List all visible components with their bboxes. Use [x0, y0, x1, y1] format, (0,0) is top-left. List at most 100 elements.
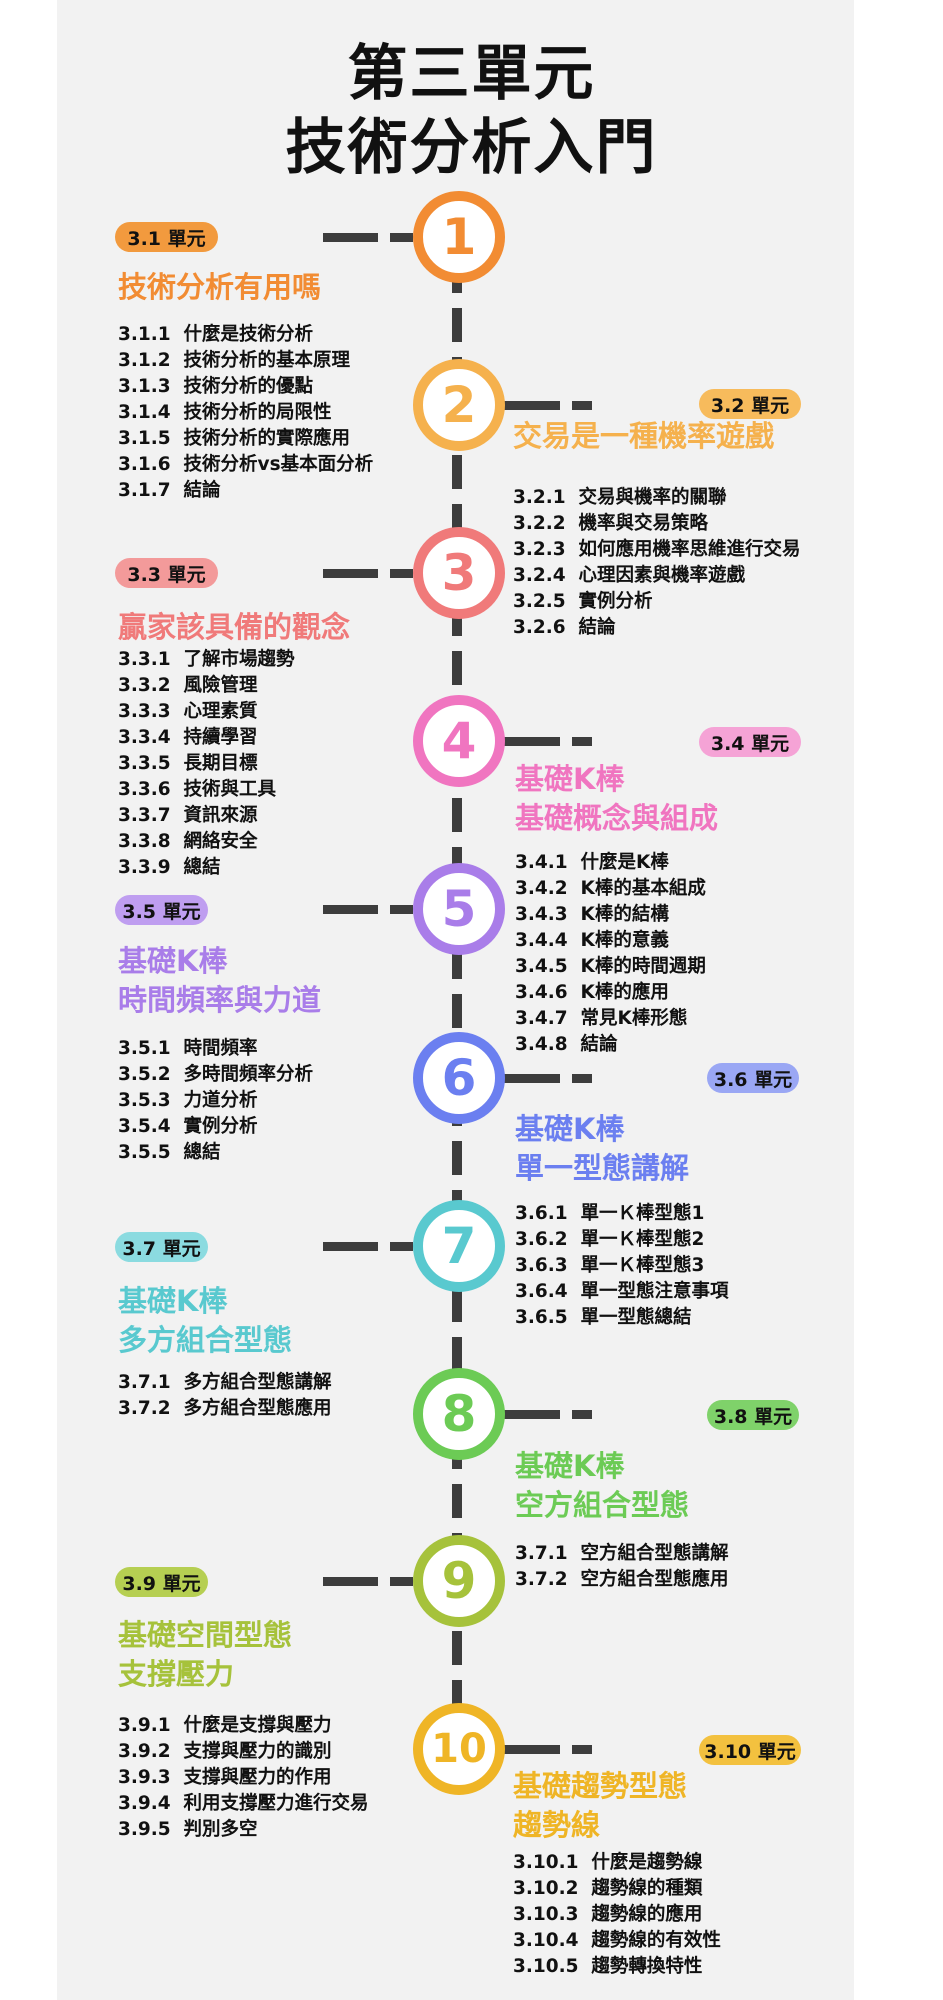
list-item: 3.6.4 單一型態注意事項	[515, 1281, 729, 1302]
unit-heading: 贏家該具備的觀念	[118, 608, 350, 647]
list-item: 3.7.1 空方組合型態講解	[515, 1543, 729, 1564]
unit-heading: 基礎K棒多方組合型態	[118, 1282, 292, 1360]
unit-number-circle: 4	[413, 695, 505, 787]
unit-number-circle: 10	[413, 1703, 505, 1795]
unit-item-list: 3.3.1 了解市場趨勢 3.3.2 風險管理 3.3.3 心理素質 3.3.4 持續…	[118, 647, 295, 881]
unit-heading-line: 基礎K棒	[118, 944, 228, 978]
list-item: 3.9.2 支撐與壓力的識別	[118, 1741, 332, 1762]
page-title-line-1: 第三單元	[347, 39, 596, 109]
unit-badge: 3.1 單元	[115, 222, 218, 252]
unit-heading-line: 基礎空間型態	[118, 1618, 293, 1652]
list-item: 3.4.5 K棒的時間週期	[515, 956, 706, 977]
list-item: 3.1.6 技術分析vs基本面分析	[118, 454, 374, 475]
list-item: 3.1.4 技術分析的局限性	[118, 402, 332, 423]
connector-line	[323, 1577, 413, 1586]
connector-line	[500, 1410, 592, 1419]
connector-line	[500, 1745, 592, 1754]
list-item: 3.2.3 如何應用機率思維進行交易	[513, 539, 801, 560]
list-item: 3.1.3 技術分析的優點	[118, 376, 314, 397]
list-item: 3.1.7 結論	[118, 480, 221, 501]
connector-line	[500, 737, 592, 746]
list-item: 3.3.1 了解市場趨勢	[118, 649, 295, 670]
unit-badge: 3.6 單元	[707, 1063, 799, 1093]
list-item: 3.2.5 實例分析	[513, 591, 653, 612]
unit-heading: 基礎K棒基礎概念與組成	[515, 760, 718, 838]
unit-heading-line: 技術分析有用嗎	[118, 270, 322, 304]
connector-line	[500, 401, 592, 410]
unit-heading: 基礎K棒單一型態講解	[515, 1110, 689, 1188]
list-item: 3.1.5 技術分析的實際應用	[118, 428, 351, 449]
list-item: 3.4.6 K棒的應用	[515, 982, 669, 1003]
list-item: 3.2.2 機率與交易策略	[513, 513, 709, 534]
unit-heading-line: 基礎K棒	[515, 1449, 625, 1483]
unit-heading-line: 趨勢線	[513, 1808, 601, 1842]
list-item: 3.3.6 技術與工具	[118, 779, 277, 800]
unit-heading: 基礎空間型態支撐壓力	[118, 1616, 292, 1694]
unit-heading-line: 交易是一種機率遊戲	[513, 419, 775, 453]
unit-number-circle: 3	[413, 527, 505, 619]
list-item: 3.3.2 風險管理	[118, 675, 258, 696]
list-item: 3.3.4 持續學習	[118, 727, 258, 748]
connector-line	[323, 905, 413, 914]
unit-heading-line: 基礎K棒	[515, 762, 625, 796]
unit-heading: 基礎K棒空方組合型態	[515, 1447, 689, 1525]
list-item: 3.6.2 單一Ｋ棒型態2	[515, 1229, 705, 1250]
unit-heading: 技術分析有用嗎	[118, 268, 321, 307]
list-item: 3.3.3 心理素質	[118, 701, 258, 722]
list-item: 3.4.8 結論	[515, 1034, 618, 1055]
connector-line	[323, 569, 413, 578]
list-item: 3.9.1 什麼是支撐與壓力	[118, 1715, 332, 1736]
list-item: 3.10.2 趨勢線的種類	[513, 1878, 703, 1899]
unit-badge: 3.2 單元	[699, 389, 801, 419]
unit-heading-line: 支撐壓力	[118, 1657, 235, 1691]
unit-heading: 交易是一種機率遊戲	[513, 417, 774, 456]
list-item: 3.6.5 單一型態總結	[515, 1307, 692, 1328]
list-item: 3.2.6 結論	[513, 617, 616, 638]
unit-heading-line: 空方組合型態	[515, 1488, 690, 1522]
list-item: 3.3.5 長期目標	[118, 753, 258, 774]
unit-number-circle: 1	[413, 191, 505, 283]
unit-item-list: 3.7.1 多方組合型態講解 3.7.2 多方組合型態應用	[118, 1370, 332, 1422]
unit-heading-line: 贏家該具備的觀念	[118, 610, 351, 644]
unit-badge: 3.7 單元	[115, 1232, 208, 1262]
unit-heading-line: 基礎趨勢型態	[513, 1769, 688, 1803]
unit-badge: 3.5 單元	[115, 895, 208, 925]
unit-heading-line: 基礎K棒	[118, 1284, 228, 1318]
list-item: 3.7.1 多方組合型態講解	[118, 1372, 332, 1393]
connector-line	[323, 1242, 413, 1251]
timeline-spine	[452, 210, 462, 1760]
unit-badge: 3.3 單元	[115, 558, 218, 588]
list-item: 3.6.1 單一Ｋ棒型態1	[515, 1203, 705, 1224]
unit-number-circle: 2	[413, 359, 505, 451]
unit-heading-line: 單一型態講解	[515, 1151, 690, 1185]
unit-number-circle: 8	[413, 1368, 505, 1460]
unit-heading-line: 多方組合型態	[118, 1323, 293, 1357]
unit-badge: 3.8 單元	[707, 1400, 799, 1430]
list-item: 3.4.4 K棒的意義	[515, 930, 669, 951]
unit-badge: 3.4 單元	[699, 727, 801, 757]
unit-number-circle: 7	[413, 1200, 505, 1292]
list-item: 3.7.2 空方組合型態應用	[515, 1569, 729, 1590]
list-item: 3.1.1 什麼是技術分析	[118, 324, 314, 345]
list-item: 3.4.3 K棒的結構	[515, 904, 669, 925]
list-item: 3.7.2 多方組合型態應用	[118, 1398, 332, 1419]
list-item: 3.3.7 資訊來源	[118, 805, 258, 826]
list-item: 3.6.3 單一Ｋ棒型態3	[515, 1255, 705, 1276]
list-item: 3.3.8 網絡安全	[118, 831, 258, 852]
list-item: 3.3.9 總結	[118, 857, 221, 878]
unit-heading: 基礎K棒時間頻率與力道	[118, 942, 321, 1020]
list-item: 3.9.3 支撐與壓力的作用	[118, 1767, 332, 1788]
unit-badge: 3.9 單元	[115, 1567, 208, 1597]
list-item: 3.9.5 判別多空	[118, 1819, 258, 1840]
unit-heading-line: 基礎概念與組成	[515, 801, 719, 835]
unit-item-list: 3.1.1 什麼是技術分析 3.1.2 技術分析的基本原理 3.1.3 技術分析的優…	[118, 322, 373, 504]
list-item: 3.10.5 趨勢轉換特性	[513, 1956, 703, 1977]
unit-heading-line: 基礎K棒	[515, 1112, 625, 1146]
list-item: 3.10.4 趨勢線的有效性	[513, 1930, 721, 1951]
connector-line	[500, 1074, 592, 1083]
list-item: 3.1.2 技術分析的基本原理	[118, 350, 351, 371]
